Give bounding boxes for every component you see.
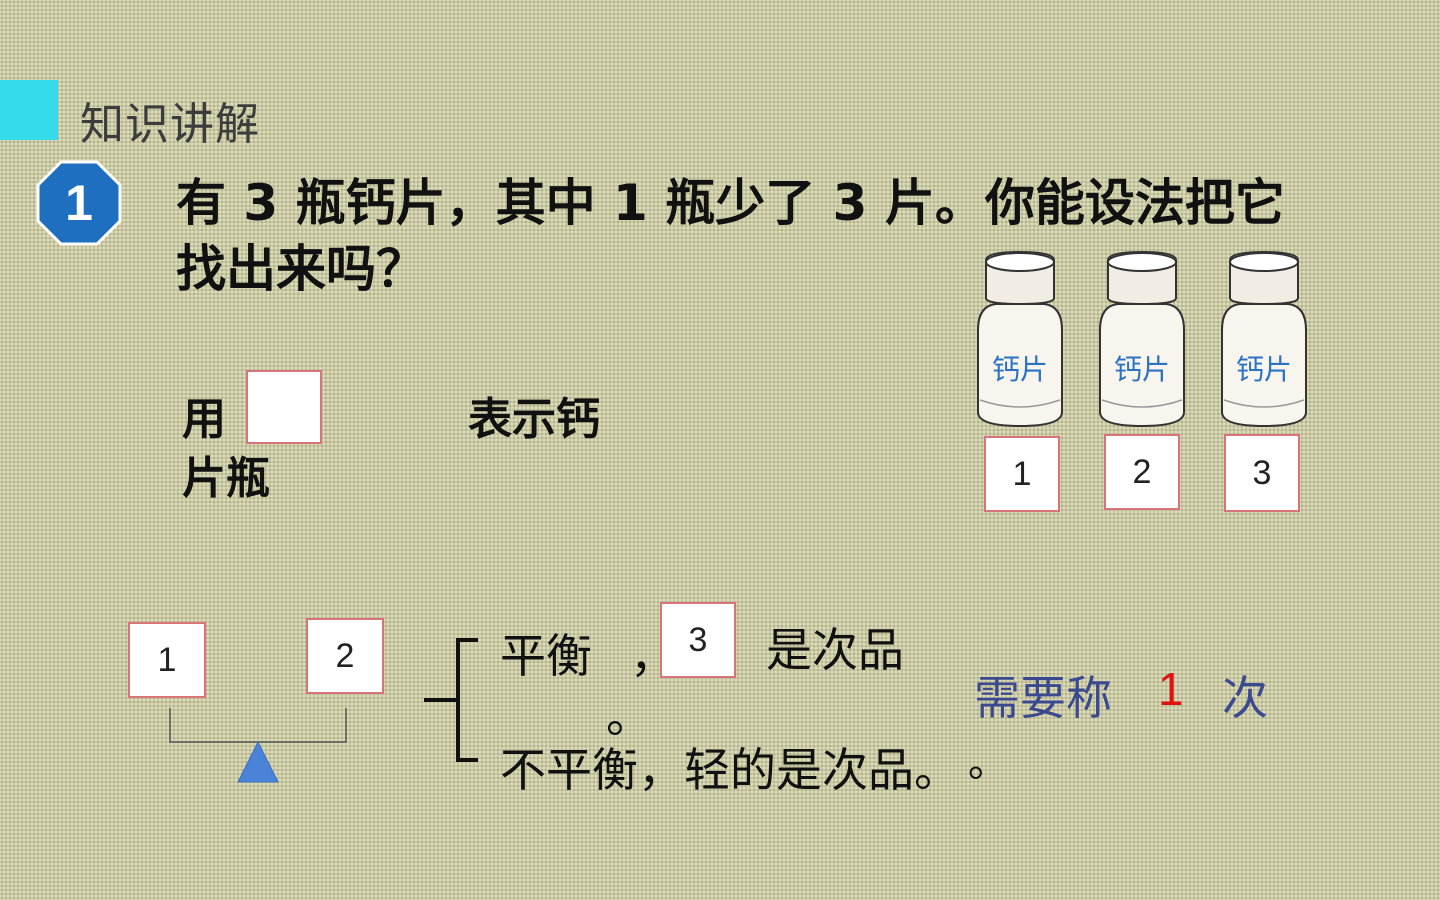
legend-suffix-line2: 片瓶 <box>182 453 270 504</box>
bottle-label: 钙片 <box>991 353 1048 386</box>
bottle-number-box-1: 1 <box>984 436 1060 512</box>
number-badge: 1 <box>36 160 122 246</box>
bottle-icon <box>1099 250 1185 428</box>
bottle-2: 钙片 <box>1098 250 1186 428</box>
bottle-number-box-2: 2 <box>1104 434 1180 510</box>
question-text: 有 3 瓶钙片，其中 1 瓶少了 3 片。你能设法把它找出来吗？ <box>176 174 1285 298</box>
bottle-label: 钙片 <box>1235 353 1292 386</box>
outcome-balanced: 平衡 <box>500 629 592 683</box>
answer-box: 3 <box>660 602 736 678</box>
legend-suffix-line1: 表示钙 <box>468 394 600 445</box>
outcome-period: 。 <box>606 689 652 743</box>
scale-left-box: 1 <box>128 622 206 698</box>
outcome-balanced-result: 是次品 <box>766 623 904 677</box>
bottle-1: 钙片 <box>976 250 1064 428</box>
scale-right-box: 2 <box>306 618 384 694</box>
summary-suffix: 次 <box>1222 671 1268 725</box>
summary-prefix: 需要称 <box>974 671 1112 725</box>
bottle-icon <box>1221 250 1307 428</box>
octagon-badge-icon: 1 <box>36 160 122 246</box>
bottle-label: 钙片 <box>1113 353 1170 386</box>
section-title: 知识讲解 <box>80 99 260 150</box>
bottle-icon <box>977 250 1063 428</box>
bottle-number-box-3: 3 <box>1224 434 1300 512</box>
outcome-unbalanced: 不平衡，轻的是次品。 <box>500 743 960 797</box>
accent-bar <box>0 80 58 140</box>
summary-count: 1 <box>1158 663 1184 715</box>
bracket-icon <box>424 638 478 762</box>
legend-box <box>246 370 322 444</box>
balance-scale-icon <box>169 708 347 783</box>
trailing-dot: 。 <box>968 740 1008 786</box>
badge-number: 1 <box>65 175 93 231</box>
bottle-3: 钙片 <box>1220 250 1308 428</box>
legend-prefix: 用 <box>182 394 226 445</box>
